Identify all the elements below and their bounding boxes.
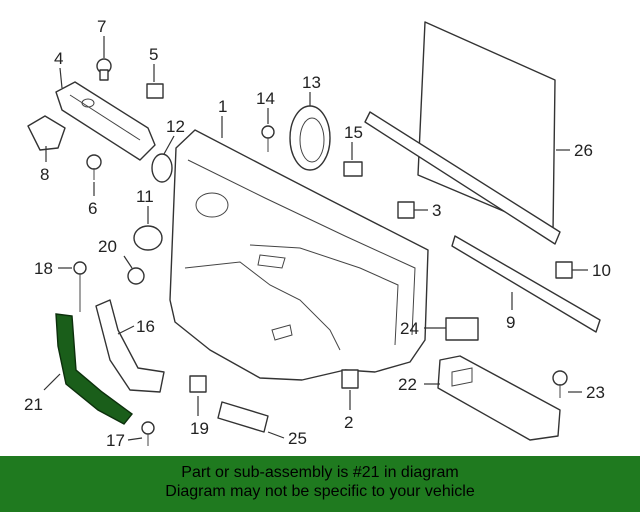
clip-10[interactable] (555, 261, 573, 279)
speaker[interactable] (289, 105, 331, 171)
leader-lines (43, 36, 588, 441)
callout-4: 4 (54, 49, 63, 68)
parts-diagram: 7 5 4 8 6 1 14 13 12 15 26 3 11 20 18 10… (24, 17, 611, 450)
callout-1: 1 (218, 97, 227, 116)
clip-20[interactable] (127, 267, 145, 285)
callout-14: 14 (256, 89, 275, 108)
callout-12: 12 (166, 117, 185, 136)
callout-26: 26 (574, 141, 593, 160)
callout-11: 11 (136, 187, 154, 206)
screw-6[interactable] (86, 154, 102, 180)
callout-8: 8 (40, 165, 49, 184)
cover-12[interactable] (151, 153, 173, 183)
switch-bezel[interactable] (55, 81, 156, 161)
trim-cap[interactable] (27, 115, 66, 151)
callout-24: 24 (400, 319, 419, 338)
callout-5: 5 (149, 45, 158, 64)
clip-19[interactable] (189, 375, 207, 393)
handle-16[interactable] (95, 299, 165, 393)
callout-17: 17 (106, 431, 125, 450)
screw-23[interactable] (552, 370, 568, 398)
callout-25: 25 (288, 429, 307, 448)
banner-line-2: Diagram may not be specific to your vehi… (165, 483, 475, 500)
callout-22: 22 (398, 375, 417, 394)
sunshade[interactable] (364, 21, 561, 245)
module-25[interactable] (217, 401, 269, 433)
seal-ring-11[interactable] (133, 225, 163, 251)
switch-panel[interactable] (437, 355, 561, 441)
info-banner: Part or sub-assembly is #21 in diagram D… (0, 456, 640, 512)
callout-15: 15 (344, 123, 363, 142)
callout-6: 6 (88, 199, 97, 218)
callout-19: 19 (190, 419, 209, 438)
window-switch[interactable] (445, 317, 479, 341)
clip-3[interactable] (397, 201, 415, 219)
clip-15[interactable] (343, 161, 363, 177)
callout-21: 21 (24, 395, 43, 414)
highlighted-part-21[interactable] (55, 313, 134, 425)
trim-strip[interactable] (451, 235, 601, 333)
callout-3: 3 (432, 201, 441, 220)
callout-23: 23 (586, 383, 605, 402)
callout-2: 2 (344, 413, 353, 432)
callout-10: 10 (592, 261, 611, 280)
callout-16: 16 (136, 317, 155, 336)
clip-7[interactable] (96, 58, 112, 81)
banner-line-1: Part or sub-assembly is #21 in diagram (181, 464, 459, 481)
callout-labels: 7 5 4 8 6 1 14 13 12 15 26 3 11 20 18 10… (24, 17, 611, 450)
clip-5[interactable] (146, 83, 164, 99)
clip-2[interactable] (341, 369, 359, 389)
callout-13: 13 (302, 73, 321, 92)
door-trim-panel[interactable] (169, 129, 429, 381)
callout-9: 9 (506, 313, 515, 332)
callout-20: 20 (98, 237, 117, 256)
screw-18[interactable] (73, 261, 87, 312)
screw-14[interactable] (261, 125, 275, 152)
callout-7: 7 (97, 17, 106, 36)
callout-18: 18 (34, 259, 53, 278)
screw-17[interactable] (141, 421, 155, 446)
